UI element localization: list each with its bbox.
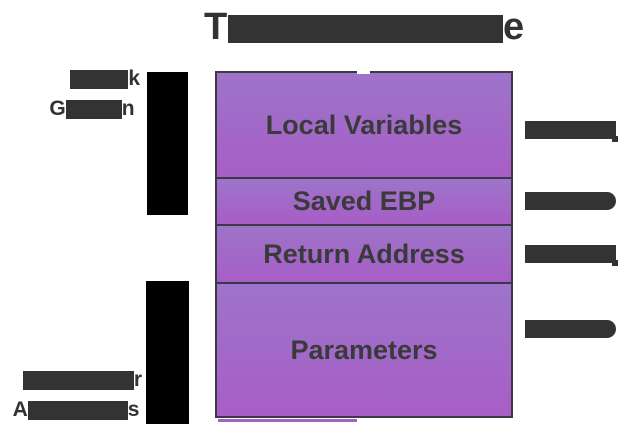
stack-growth-line1-suffix: k [128, 67, 140, 90]
stack-section-parameters: Parameters [217, 284, 511, 416]
address-marker-redaction-4 [525, 320, 616, 338]
text-redaction-bar [27, 400, 128, 420]
text-redaction-bar [22, 370, 134, 390]
higher-addresses-arrow-redaction [146, 281, 189, 424]
higher-addresses-line2-prefix: A [12, 398, 28, 421]
stack-section-label: Return Address [263, 238, 465, 269]
stack-growth-arrow-redaction [147, 72, 188, 215]
stack-growth-line2-suffix: n [121, 97, 135, 120]
diagram-title-prefix: T [204, 6, 228, 48]
stack-section-label: Parameters [290, 334, 438, 365]
section-divider [217, 224, 511, 226]
diagram-title-suffix: e [503, 6, 525, 48]
address-marker-redaction-1 [525, 121, 618, 142]
address-marker-redaction-3 [525, 245, 618, 266]
text-redaction-bar [65, 99, 122, 119]
stack-section-label: Saved EBP [292, 186, 436, 216]
bottom-edge-artifact [218, 419, 357, 422]
stack-section-return-address: Return Address [217, 226, 511, 282]
stack-section-saved-ebp: Saved EBP [217, 179, 511, 224]
section-divider [217, 177, 511, 179]
section-divider [217, 282, 511, 284]
higher-addresses-line-1: r [10, 368, 142, 391]
stack-section-label: Local Variables [265, 109, 463, 140]
top-border-gap [357, 70, 370, 74]
address-marker-redaction-2 [525, 192, 616, 210]
text-redaction-bar [70, 69, 129, 89]
stack-growth-line2-prefix: G [49, 97, 66, 120]
stack-growth-line-1: k [44, 67, 140, 90]
higher-addresses-line1-suffix: r [133, 368, 142, 391]
higher-addresses-line2-suffix: s [127, 398, 140, 421]
stack-frame-box: Local Variables Saved EBP Return Address… [215, 71, 513, 418]
stack-section-local-variables: Local Variables [217, 73, 511, 177]
title-redaction-bar [228, 15, 503, 43]
